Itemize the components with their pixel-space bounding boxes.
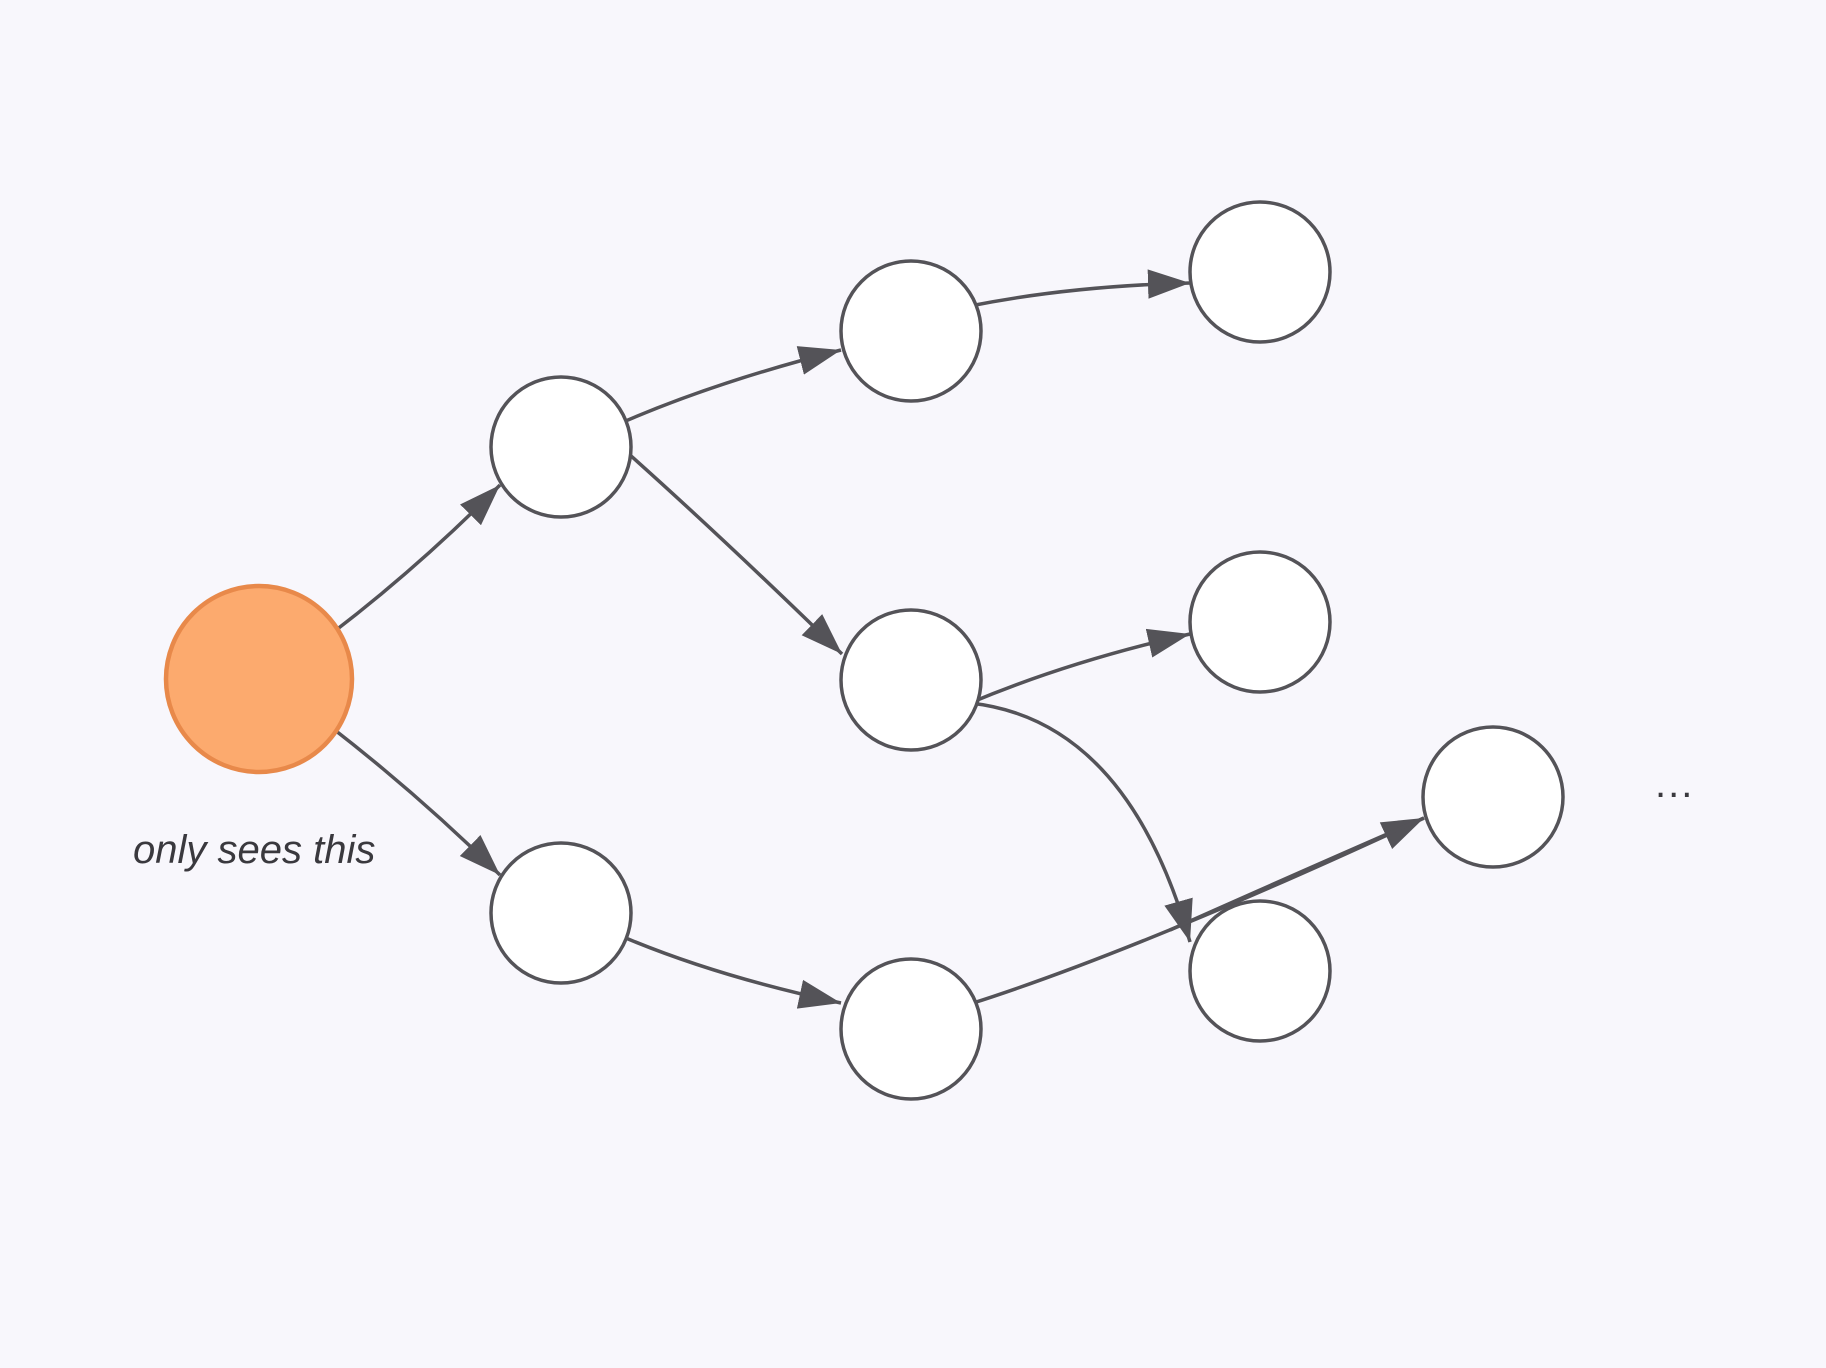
- edge-root-A: [329, 483, 502, 636]
- root-node-label: only sees this: [133, 828, 376, 872]
- root-node: [163, 583, 355, 775]
- nodes: [163, 200, 1565, 1101]
- edge-D-G: [969, 628, 1191, 705]
- node-F: [1188, 200, 1332, 344]
- node-E: [839, 957, 983, 1101]
- node-H: [1188, 899, 1332, 1043]
- edge-A-D: [619, 445, 844, 656]
- edge-root-B: [329, 725, 502, 877]
- edge-A-C: [620, 346, 842, 425]
- node-G: [1188, 550, 1332, 694]
- node-C: [839, 259, 983, 403]
- edge-C-F: [969, 269, 1191, 308]
- edge-D-H: [969, 701, 1193, 943]
- edge-E-I-overlay: [1169, 816, 1425, 932]
- node-I: [1421, 725, 1565, 869]
- edge-B-E: [620, 934, 842, 1009]
- node-D: [839, 608, 983, 752]
- continuation-ellipsis: ...: [1655, 762, 1695, 806]
- node-B: [489, 841, 633, 985]
- node-A: [489, 375, 633, 519]
